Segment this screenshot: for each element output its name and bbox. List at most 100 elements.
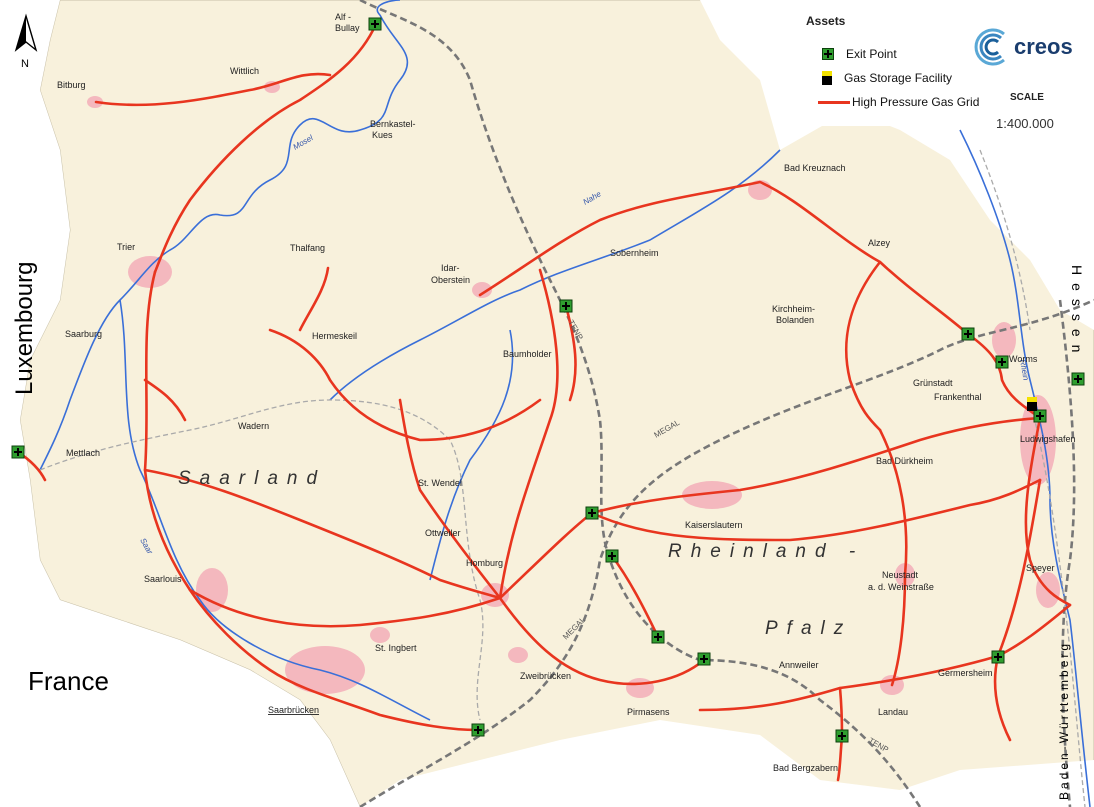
grid-neustadt — [878, 428, 908, 687]
river-mosel — [39, 14, 409, 471]
grid-hermeskeil — [268, 328, 542, 442]
legend-label: Gas Storage Facility — [844, 71, 953, 85]
exit-point-icon[interactable] — [1071, 372, 1085, 386]
legend-label: High Pressure Gas Grid — [852, 95, 980, 109]
city-label: Alzey — [868, 238, 891, 248]
region-label-saarland: Saarland — [178, 468, 326, 489]
grid-exit-tenp — [564, 304, 577, 402]
legend-label: Exit Point — [846, 47, 897, 61]
city-label: Wittlich — [230, 66, 259, 76]
urban-saarbruecken — [285, 646, 365, 694]
city-label: Ludwigshafen — [1020, 434, 1076, 444]
city-label: Sobernheim — [610, 248, 659, 258]
legend-title: Assets — [806, 14, 846, 28]
grid-saarland-ring — [143, 468, 502, 600]
creos-logo-text: creos — [1014, 34, 1073, 59]
grid-bad-kreuznach-link — [478, 180, 970, 336]
city-label: Oberstein — [431, 275, 470, 285]
exit-points — [11, 17, 1085, 743]
exit-point-icon[interactable] — [651, 630, 665, 644]
gas-storage-icon — [822, 71, 832, 85]
country-label-baden: Baden-Württemberg — [1057, 641, 1071, 800]
city-label: Zweibrücken — [520, 671, 571, 681]
exit-point-icon[interactable] — [961, 327, 975, 341]
city-label: Pirmasens — [627, 707, 670, 717]
river-rhein — [959, 129, 1091, 807]
city-label: Saarlouis — [144, 574, 182, 584]
border-baden — [1029, 399, 1086, 807]
city-label: Alf - — [335, 12, 351, 22]
border-hessen — [979, 149, 1031, 331]
city-label: Idar- — [441, 263, 460, 273]
grid-thalfang — [298, 266, 330, 332]
city-label: St. Wendel — [418, 478, 462, 488]
exit-point-icon[interactable] — [605, 549, 619, 563]
region-label-pfalz: Pfalz — [765, 618, 852, 639]
exit-point-icon[interactable] — [835, 729, 849, 743]
exit-point-icon[interactable] — [995, 355, 1009, 369]
grid-speyer-germersheim — [993, 478, 1042, 742]
city-label: Mettlach — [66, 448, 100, 458]
city-label: Kues — [372, 130, 393, 140]
city-label: Trier — [117, 242, 135, 252]
grid-saarburg-west — [143, 378, 187, 422]
grid-st-wendel — [398, 398, 502, 600]
exit-point-icon[interactable] — [697, 652, 711, 666]
exit-point-icon[interactable] — [585, 506, 599, 520]
city-label: St. Ingbert — [375, 643, 417, 653]
urban-zweibruecken — [508, 647, 528, 663]
city-label: Worms — [1009, 354, 1038, 364]
city-label: Frankenthal — [934, 392, 982, 402]
river-nahe — [329, 149, 781, 401]
country-label-luxembourg: Luxembourg — [11, 262, 38, 395]
grid-exit-south — [610, 554, 660, 639]
city-label: Bolanden — [776, 315, 814, 325]
state-borders — [39, 149, 1086, 807]
scale-title: SCALE — [1010, 92, 1044, 103]
grid-saarbruecken-pirmasens — [498, 596, 706, 686]
city-label: Kaiserslautern — [685, 520, 743, 530]
city-label: Thalfang — [290, 243, 325, 253]
exit-point-icon[interactable] — [471, 723, 485, 737]
river-saar — [119, 299, 431, 721]
city-label: Landau — [878, 707, 908, 717]
creos-logo-icon — [974, 28, 1005, 66]
grid-idar-south — [498, 268, 559, 600]
exit-point-icon[interactable] — [368, 17, 382, 31]
country-label-hessen: Hessen — [1069, 265, 1085, 360]
outside-area-south — [360, 720, 1094, 807]
exit-point-icon — [822, 48, 834, 60]
urban-idar — [472, 282, 492, 298]
city-label: Bad Kreuznach — [784, 163, 846, 173]
city-label: Baumholder — [503, 349, 552, 359]
exit-point-icon[interactable] — [559, 299, 573, 313]
river-glan — [429, 329, 514, 581]
city-label: Bad Bergzabern — [773, 763, 838, 773]
exit-point-icon[interactable] — [991, 650, 1005, 664]
city-label: Kirchheim- — [772, 304, 815, 314]
high-pressure-gas-grid — [16, 22, 1072, 782]
legend-item-gas-storage: Gas Storage Facility — [822, 70, 952, 86]
legend-panel — [800, 8, 1090, 126]
legend-item-exit-point: Exit Point — [822, 46, 897, 62]
exit-point-icon[interactable] — [11, 445, 25, 459]
city-label: Grünstadt — [913, 378, 953, 388]
city-labels: Alf - Bullay Bitburg Wittlich Bernkastel… — [57, 12, 1076, 773]
city-label: Bitburg — [57, 80, 86, 90]
city-label: Saarburg — [65, 329, 102, 339]
urban-worms — [992, 322, 1016, 358]
river-mosel-upper — [376, 0, 401, 16]
city-label: Hermeskeil — [312, 331, 357, 341]
city-label: Bullay — [335, 23, 360, 33]
grid-trunk-mosel — [153, 22, 378, 274]
creos-logo: creos — [970, 26, 1073, 68]
scale-value: 1:400.000 — [996, 116, 1054, 131]
pipeline-megal — [359, 298, 1094, 807]
river-label-rhein: Rhein — [1018, 359, 1031, 382]
city-label: Wadern — [238, 421, 269, 431]
exit-point-icon[interactable] — [1033, 409, 1047, 423]
city-label: Speyer — [1026, 563, 1055, 573]
gas-storage-icon[interactable] — [1027, 397, 1037, 411]
outside-area-west — [0, 0, 360, 807]
